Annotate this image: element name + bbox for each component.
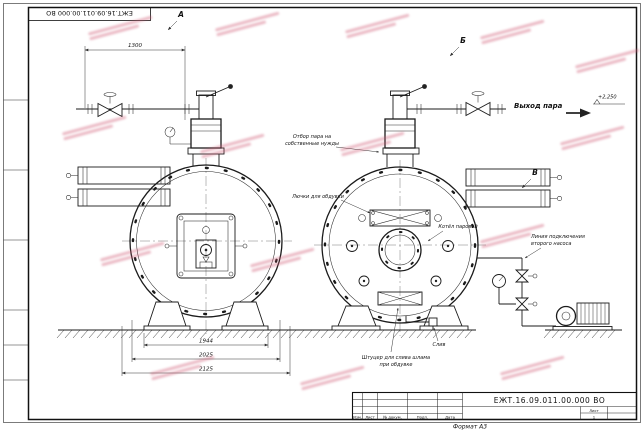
tb-col-doc: № докум. <box>383 414 402 419</box>
tb-col-izm: Изм. <box>353 414 362 419</box>
ground-hatch-2 <box>543 329 616 339</box>
pump-unit <box>552 302 613 331</box>
dim-1300: 1300 <box>128 43 142 49</box>
left-view-saddle-supports <box>143 301 269 331</box>
sludge-label2: при обдувке <box>380 362 413 368</box>
right-view-nozzles <box>346 214 454 287</box>
right-view-blow-hatch-bottom <box>377 291 423 306</box>
tb-sheet-label: Лист <box>589 408 599 413</box>
right-view-steam-outlet-pipe <box>407 91 506 117</box>
format-label: Формат А3 <box>453 424 487 430</box>
right-view-dome-safety-valve <box>382 84 427 167</box>
left-view-shell <box>129 164 283 318</box>
note-steam-tap: Отбор пара на собственные нужды <box>285 134 380 153</box>
note-pump-line: Линия подключения второго насоса <box>524 234 585 259</box>
steam-out-arrow-icon <box>580 108 591 118</box>
left-view-economizer-tubes <box>66 166 171 207</box>
dim-1944: 1944 <box>199 339 213 345</box>
pump-line-label1: Линия подключения <box>530 234 585 240</box>
steam-tap-line2: собственные нужды <box>285 141 339 147</box>
left-view-door <box>164 213 248 279</box>
pump-line-label2: второго насоса <box>531 241 571 247</box>
dim-2025: 2025 <box>199 353 213 359</box>
note-drain: Слив <box>433 327 446 348</box>
centerlines <box>122 158 488 336</box>
right-view-economizer-tubes <box>465 168 562 208</box>
right-view-saddle-supports <box>331 305 469 331</box>
note-blow-hatches: Лючки для обдувки <box>291 194 371 214</box>
dimension-top-width: 1300 <box>84 43 186 120</box>
left-view-dome-safety-valve <box>187 84 233 166</box>
left-view-steam-pipe <box>76 92 199 118</box>
tb-col-sign: Подп. <box>417 414 429 419</box>
right-view-shell <box>321 166 479 324</box>
doc-number-flipped: ЕЖТ.16.09.011.00.000 ВО <box>46 9 133 17</box>
drain-label: Слив <box>433 342 446 348</box>
tb-sheet-value: 1 <box>593 414 596 419</box>
view-label-b: Б <box>449 36 466 57</box>
pump-pressure-gauge <box>492 274 506 288</box>
view-label-v: В <box>521 168 538 189</box>
title-block: ЕЖТ.16.09.011.00.000 ВО Изм. Лист № доку… <box>351 391 638 421</box>
view-b-letter: Б <box>460 36 466 45</box>
ground-line <box>56 329 622 339</box>
sheet-frame <box>3 3 641 423</box>
right-view-drain-piping <box>405 316 438 330</box>
sludge-label1: Штуцер для слива шлама <box>362 355 430 361</box>
title-block-designation: ЕЖТ.16.09.011.00.000 ВО <box>494 396 606 405</box>
steam-tap-line1: Отбор пара на <box>293 134 331 140</box>
steam-out-label: Выход пара <box>514 102 563 110</box>
tb-col-date: Дата <box>445 414 455 419</box>
right-view-blow-hatch-top <box>369 209 431 227</box>
dimension-bottom-widths: 1944 2025 2125 <box>121 320 291 376</box>
tb-col-list: Лист <box>365 414 375 419</box>
elevation-label: +2,250 <box>598 95 617 101</box>
dim-2125: 2125 <box>199 367 213 373</box>
boiler-label: Котёл паровой <box>438 224 478 230</box>
note-sludge-fitting: Штуцер для слива шлама при обдувке <box>362 307 430 368</box>
view-v-letter: В <box>532 168 538 177</box>
feed-pump-piping <box>477 257 556 327</box>
note-steam-outlet: Выход пара +2,250 <box>514 95 625 118</box>
hatches-label: Лючки для обдувки <box>291 194 345 200</box>
view-a-letter: А <box>177 10 184 19</box>
note-boiler: Котёл паровой <box>427 224 478 242</box>
elevation-mark-icon <box>593 99 625 105</box>
left-view-pressure-gauge <box>164 126 191 145</box>
ground-hatch-1 <box>56 329 473 339</box>
right-view-manhole <box>378 228 422 272</box>
view-label-a: А <box>167 10 184 31</box>
